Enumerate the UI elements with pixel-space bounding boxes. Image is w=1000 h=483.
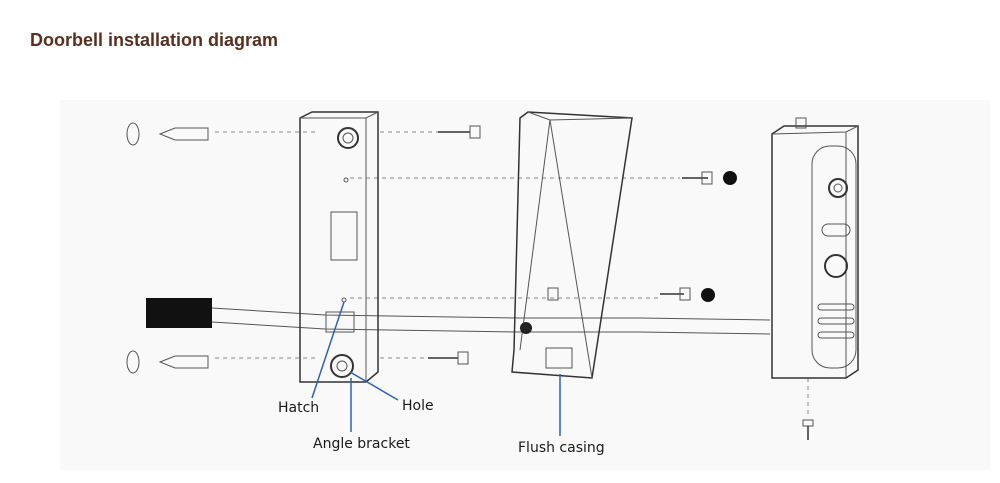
- label-hole: Hole: [402, 398, 434, 414]
- angle-bracket: [299, 111, 379, 383]
- page-title: Doorbell installation diagram: [30, 30, 279, 50]
- wall-anchor-icon: [158, 127, 209, 369]
- cable: [146, 298, 771, 335]
- casing-screw-icon: [520, 322, 532, 334]
- leader-lines: [311, 301, 561, 436]
- diagram-background: [60, 100, 990, 470]
- casing-screw-icon: [660, 171, 737, 302]
- doorbell-unit: [771, 117, 859, 440]
- label-flush-casing: Flush casing: [518, 440, 605, 456]
- bracket-screw-icon: [428, 125, 481, 365]
- alignment-lines: [215, 131, 809, 418]
- call-button-icon: [824, 254, 848, 278]
- flush-casing: [511, 111, 633, 379]
- label-angle-bracket: Angle bracket: [313, 436, 410, 452]
- label-hatch: Hatch: [278, 400, 319, 416]
- cable-connector: [146, 298, 212, 328]
- camera-lens-icon: [828, 178, 848, 198]
- wall-plug-hole-icon: [126, 122, 140, 374]
